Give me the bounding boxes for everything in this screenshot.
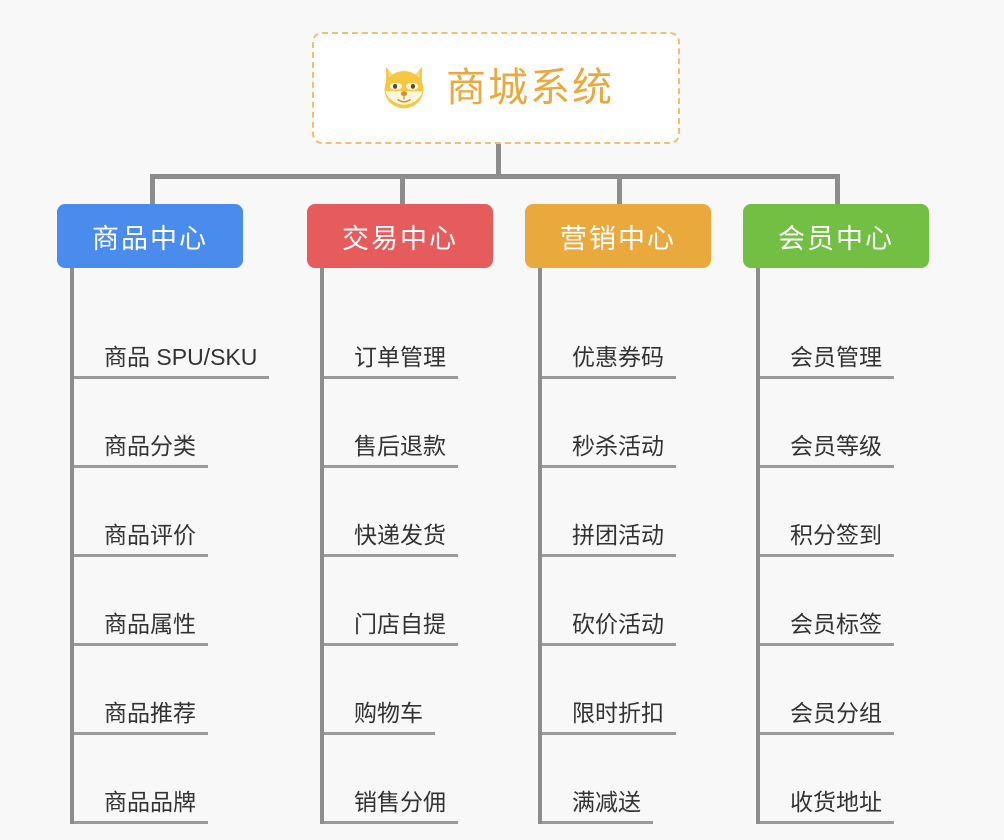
- leaf-list-marketing: 优惠券码 秒杀活动 拼团活动 砍价活动 限时折扣 满减送: [538, 268, 755, 824]
- list-item[interactable]: 会员管理: [760, 290, 973, 379]
- list-item[interactable]: 购物车: [324, 646, 537, 735]
- leaf-label: 商品分类: [74, 433, 208, 468]
- leaf-label: 限时折扣: [542, 700, 676, 735]
- leaf-label: 商品评价: [74, 522, 208, 557]
- leaf-list-trade: 订单管理 售后退款 快递发货 门店自提 购物车 销售分佣: [320, 268, 537, 824]
- list-item[interactable]: 订单管理: [324, 290, 537, 379]
- leaf-label: 拼团活动: [542, 522, 676, 557]
- list-item[interactable]: 商品属性: [74, 557, 297, 646]
- list-item[interactable]: 收货地址: [760, 735, 973, 824]
- leaf-label: 销售分佣: [324, 789, 458, 824]
- list-item[interactable]: 销售分佣: [324, 735, 537, 824]
- list-item[interactable]: 商品推荐: [74, 646, 297, 735]
- leaf-label: 秒杀活动: [542, 433, 676, 468]
- category-label: 营销中心: [560, 223, 676, 254]
- connector-drop-product: [150, 174, 155, 204]
- connector-root-stem: [496, 144, 501, 176]
- leaf-label: 购物车: [324, 700, 435, 735]
- connector-horizontal-bus: [150, 174, 840, 179]
- list-item[interactable]: 积分签到: [760, 468, 973, 557]
- category-label: 交易中心: [342, 223, 458, 254]
- list-item[interactable]: 会员分组: [760, 646, 973, 735]
- list-item[interactable]: 砍价活动: [542, 557, 755, 646]
- leaf-label: 会员标签: [760, 611, 894, 646]
- category-header-product[interactable]: 商品中心: [57, 204, 243, 268]
- leaf-label: 会员分组: [760, 700, 894, 735]
- leaf-label: 满减送: [542, 789, 653, 824]
- leaf-label: 商品属性: [74, 611, 208, 646]
- list-item[interactable]: 优惠券码: [542, 290, 755, 379]
- leaf-label: 商品推荐: [74, 700, 208, 735]
- category-label: 商品中心: [92, 223, 208, 254]
- leaf-list-member: 会员管理 会员等级 积分签到 会员标签 会员分组 收货地址: [756, 268, 973, 824]
- list-item[interactable]: 商品 SPU/SKU: [74, 290, 297, 379]
- shiba-dog-face-icon: [378, 62, 430, 114]
- leaf-label: 快递发货: [324, 522, 458, 557]
- category-column-product: 商品中心 商品 SPU/SKU 商品分类 商品评价 商品属性 商品推荐 商品品牌: [57, 204, 297, 824]
- leaf-label: 商品品牌: [74, 789, 208, 824]
- connector-drop-marketing: [617, 174, 622, 204]
- leaf-label: 积分签到: [760, 522, 894, 557]
- list-item[interactable]: 商品品牌: [74, 735, 297, 824]
- connector-drop-trade: [400, 174, 405, 204]
- category-header-trade[interactable]: 交易中心: [307, 204, 493, 268]
- list-item[interactable]: 售后退款: [324, 379, 537, 468]
- leaf-label: 门店自提: [324, 611, 458, 646]
- leaf-label: 优惠券码: [542, 344, 676, 379]
- leaf-label: 会员等级: [760, 433, 894, 468]
- root-node-mall-system[interactable]: 商城系统: [312, 32, 680, 144]
- list-item[interactable]: 门店自提: [324, 557, 537, 646]
- leaf-label: 商品 SPU/SKU: [74, 344, 270, 379]
- list-item[interactable]: 会员等级: [760, 379, 973, 468]
- list-item[interactable]: 限时折扣: [542, 646, 755, 735]
- list-item[interactable]: 商品评价: [74, 468, 297, 557]
- category-column-marketing: 营销中心 优惠券码 秒杀活动 拼团活动 砍价活动 限时折扣 满减送: [525, 204, 755, 824]
- connector-drop-member: [835, 174, 840, 204]
- leaf-label: 砍价活动: [542, 611, 676, 646]
- leaf-label: 会员管理: [760, 344, 894, 379]
- category-header-marketing[interactable]: 营销中心: [525, 204, 711, 268]
- list-item[interactable]: 商品分类: [74, 379, 297, 468]
- category-column-trade: 交易中心 订单管理 售后退款 快递发货 门店自提 购物车 销售分佣: [307, 204, 537, 824]
- leaf-list-product: 商品 SPU/SKU 商品分类 商品评价 商品属性 商品推荐 商品品牌: [70, 268, 297, 824]
- leaf-label: 售后退款: [324, 433, 458, 468]
- category-label: 会员中心: [778, 223, 894, 254]
- root-title: 商城系统: [446, 66, 614, 110]
- category-column-member: 会员中心 会员管理 会员等级 积分签到 会员标签 会员分组 收货地址: [743, 204, 973, 824]
- list-item[interactable]: 快递发货: [324, 468, 537, 557]
- list-item[interactable]: 秒杀活动: [542, 379, 755, 468]
- list-item[interactable]: 拼团活动: [542, 468, 755, 557]
- list-item[interactable]: 满减送: [542, 735, 755, 824]
- leaf-label: 订单管理: [324, 344, 458, 379]
- list-item[interactable]: 会员标签: [760, 557, 973, 646]
- category-header-member[interactable]: 会员中心: [743, 204, 929, 268]
- leaf-label: 收货地址: [760, 789, 894, 824]
